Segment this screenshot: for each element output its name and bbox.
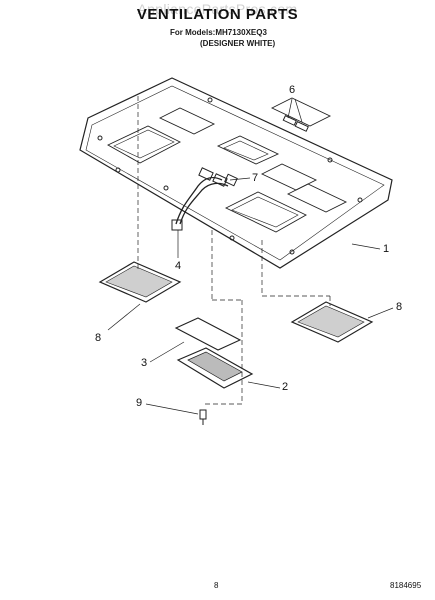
callout-9: 9 bbox=[136, 397, 143, 409]
callout-2: 2 bbox=[282, 381, 289, 393]
models-line: For Models:MH7130XEQ3 bbox=[170, 28, 267, 37]
screw-part bbox=[199, 409, 207, 425]
lamp-cover-part bbox=[176, 347, 254, 389]
callout-3: 3 bbox=[141, 357, 148, 369]
callout-7: 7 bbox=[252, 172, 259, 184]
model-info: For Models:MH7130XEQ3 (DESIGNER WHITE) bbox=[170, 27, 275, 49]
grease-filter-left-part bbox=[98, 261, 182, 303]
color-line: (DESIGNER WHITE) bbox=[200, 39, 276, 48]
alignment-lines bbox=[137, 96, 331, 405]
lamp-socket-part bbox=[282, 114, 309, 132]
vent-plate-part bbox=[79, 77, 393, 269]
lamp-lens-part bbox=[174, 317, 242, 351]
watermark: AppliancePartsPros.com bbox=[137, 1, 298, 17]
wire-harness-part bbox=[171, 167, 238, 231]
callout-1: 1 bbox=[383, 243, 390, 255]
page-number: 8 bbox=[214, 581, 219, 590]
grease-filter-right-part bbox=[290, 301, 374, 343]
page-title: VENTILATION PARTS bbox=[136, 6, 299, 23]
callout-8-left: 8 bbox=[95, 332, 102, 344]
document-number: 8184695 bbox=[390, 581, 422, 590]
callout-8-right: 8 bbox=[396, 301, 403, 313]
callout-6: 6 bbox=[289, 84, 296, 96]
callout-4: 4 bbox=[175, 260, 182, 272]
leader-lines bbox=[107, 98, 394, 415]
